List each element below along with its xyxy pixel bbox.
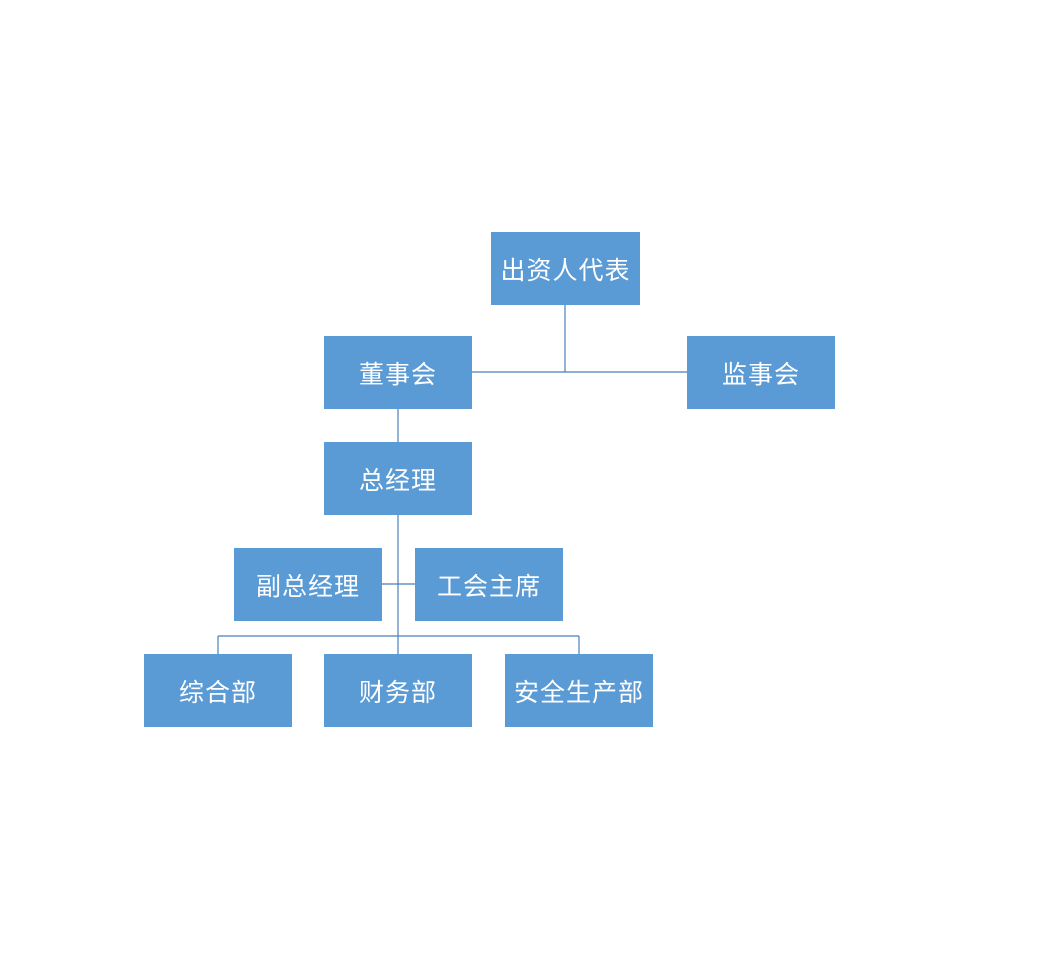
node-general-manager: 总经理 bbox=[324, 442, 472, 515]
node-general-department: 综合部 bbox=[144, 654, 292, 727]
node-board-of-directors: 董事会 bbox=[324, 336, 472, 409]
node-investor-representative: 出资人代表 bbox=[491, 232, 640, 305]
node-safety-production-department: 安全生产部 bbox=[505, 654, 653, 727]
node-deputy-general-manager: 副总经理 bbox=[234, 548, 382, 621]
node-board-of-supervisors: 监事会 bbox=[687, 336, 835, 409]
node-union-chairman: 工会主席 bbox=[415, 548, 563, 621]
node-finance-department: 财务部 bbox=[324, 654, 472, 727]
